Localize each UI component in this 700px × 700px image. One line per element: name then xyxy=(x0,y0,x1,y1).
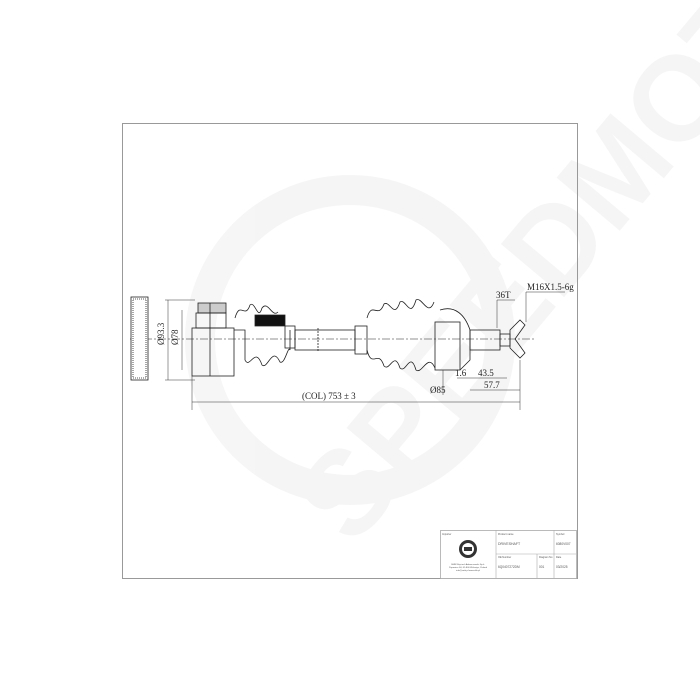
symbol: 6080V007 xyxy=(556,542,571,546)
dim-outer-diameter: Ø93.3 xyxy=(156,322,166,345)
dimension-labels: Ø93.3 Ø78 (COL) 753 ± 3 Ø85 36T M16X1.5-… xyxy=(156,282,574,401)
watermark: SPEEDMOT xyxy=(185,0,700,565)
product-name-label: Product name xyxy=(498,533,514,536)
importer-label: Importer xyxy=(442,533,451,536)
importer-logo xyxy=(459,540,477,558)
date: 03/2025 xyxy=(556,565,568,569)
svg-text:SPEEDMOT: SPEEDMOT xyxy=(270,0,700,565)
dim-total-length: (COL) 753 ± 3 xyxy=(302,391,356,401)
dimension-lines xyxy=(165,291,565,410)
diagram-label: Diagram No xyxy=(539,556,553,559)
oe-label: OE Number xyxy=(498,556,511,559)
symbol-label: Symbol xyxy=(556,533,565,536)
dim-hub-diameter: Ø85 xyxy=(430,385,446,395)
dim-len-c: 57.7 xyxy=(484,380,500,390)
dim-inner-diameter: Ø78 xyxy=(170,329,180,345)
importer-text-1: SMB Wojciech Adamczewski Sp.k. xyxy=(451,563,485,566)
title-block: Importer SMB Wojciech Adamczewski Sp.k. … xyxy=(440,530,577,579)
date-label: Date xyxy=(556,556,562,559)
dim-teeth: 36T xyxy=(496,290,511,300)
oe-number: 6Q0407272DM xyxy=(498,565,520,569)
driveshaft xyxy=(130,296,535,381)
dim-len-b: 43.5 xyxy=(478,368,494,378)
product-name: DRIVESHAFT xyxy=(498,542,521,546)
dim-thread: M16X1.5-6g xyxy=(527,282,574,292)
importer-text-2: Popowice 64, 61-800 Wolsztyn, Poland xyxy=(449,566,488,569)
drawing-frame xyxy=(122,123,578,579)
diagram-no: 001 xyxy=(539,565,545,569)
importer-text-3: info@smb.pl www.sbk.pl xyxy=(456,570,480,572)
dim-len-a: 1.6 xyxy=(455,368,467,378)
